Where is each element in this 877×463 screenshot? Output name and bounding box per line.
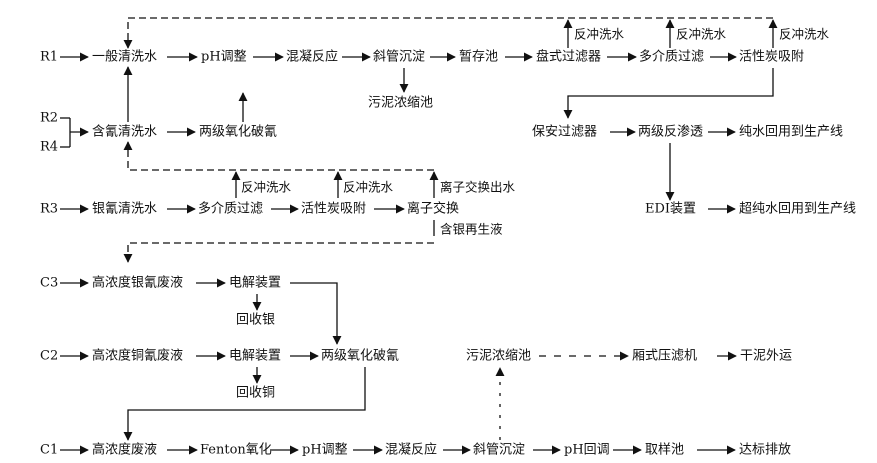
node-sampling-tank: 取样池 <box>645 442 685 458</box>
node-ion-exchange: 离子交换 <box>407 201 460 217</box>
node-sludge-thickener: 污泥浓缩池 <box>368 95 434 111</box>
node-ph-adjust: pH调整 <box>302 442 348 458</box>
node-pure-water-reuse: 纯水回用到生产线 <box>739 124 844 140</box>
node-sludge-thickener: 污泥浓缩池 <box>466 348 532 364</box>
label-backwash: 反冲洗水 <box>241 179 292 195</box>
node-ph-readjust: pH回调 <box>564 442 610 458</box>
arrow <box>290 282 342 345</box>
node-disc-filter: 盘式过滤器 <box>536 49 602 65</box>
node-general-rinse: 一般清洗水 <box>92 49 158 65</box>
label-silver-regenerant: 含银再生液 <box>440 221 503 237</box>
node-two-stage-oxidation: 两级氧化破氰 <box>199 124 278 140</box>
node-multimedia-filter: 多介质过滤 <box>639 49 705 65</box>
node-ph-adjust: pH调整 <box>201 49 247 65</box>
label-backwash: 反冲洗水 <box>574 26 625 42</box>
node-security-filter: 保安过滤器 <box>532 124 598 140</box>
label-backwash: 反冲洗水 <box>343 179 394 195</box>
node-silver-cyanide-rinse: 银氰清洗水 <box>92 201 158 217</box>
node-two-stage-oxidation: 两级氧化破氰 <box>321 348 400 364</box>
node-recover-silver: 回收银 <box>236 312 276 328</box>
label-backwash: 反冲洗水 <box>676 26 727 42</box>
node-activated-carbon: 活性炭吸附 <box>301 201 367 217</box>
source-r3: R3 <box>40 201 59 217</box>
node-cyanide-rinse: 含氰清洗水 <box>92 124 158 140</box>
node-electrolysis: 电解装置 <box>229 348 282 364</box>
node-inclined-settler: 斜管沉淀 <box>373 49 426 65</box>
source-r4: R4 <box>40 139 59 155</box>
node-activated-carbon: 活性炭吸附 <box>739 49 805 65</box>
node-high-copper-cyanide: 高浓度铜氰废液 <box>92 348 184 364</box>
node-coagulation: 混凝反应 <box>286 49 339 65</box>
source-c3: C3 <box>40 275 59 291</box>
node-edi: EDI装置 <box>645 201 697 217</box>
node-electrolysis: 电解装置 <box>229 275 282 291</box>
source-c1: C1 <box>40 442 59 458</box>
node-fenton: Fenton氧化 <box>200 442 272 458</box>
dashed-return <box>123 17 773 49</box>
node-coagulation: 混凝反应 <box>385 442 438 458</box>
source-r2: R2 <box>40 110 59 126</box>
dashed-return <box>123 141 434 171</box>
node-discharge: 达标排放 <box>739 442 792 458</box>
node-storage-tank: 暂存池 <box>459 49 499 65</box>
dashed-return <box>123 242 434 263</box>
node-multimedia-filter: 多介质过滤 <box>198 201 264 217</box>
arrow <box>123 367 366 441</box>
node-filter-press: 厢式压滤机 <box>632 348 698 364</box>
node-inclined-settler: 斜管沉淀 <box>473 442 526 458</box>
source-c2: C2 <box>40 348 59 364</box>
label-backwash: 反冲洗水 <box>779 26 830 42</box>
node-high-conc-waste: 高浓度废液 <box>92 442 158 458</box>
arrow <box>563 68 774 119</box>
node-recover-copper: 回收铜 <box>236 385 276 401</box>
node-two-stage-ro: 两级反渗透 <box>638 124 704 140</box>
node-ultrapure-reuse: 超纯水回用到生产线 <box>739 201 857 217</box>
node-dry-sludge: 干泥外运 <box>740 348 793 364</box>
source-r1: R1 <box>40 49 59 65</box>
node-high-silver-cyanide: 高浓度银氰废液 <box>92 275 184 291</box>
label-ion-exchange-effluent: 离子交换出水 <box>440 179 516 195</box>
